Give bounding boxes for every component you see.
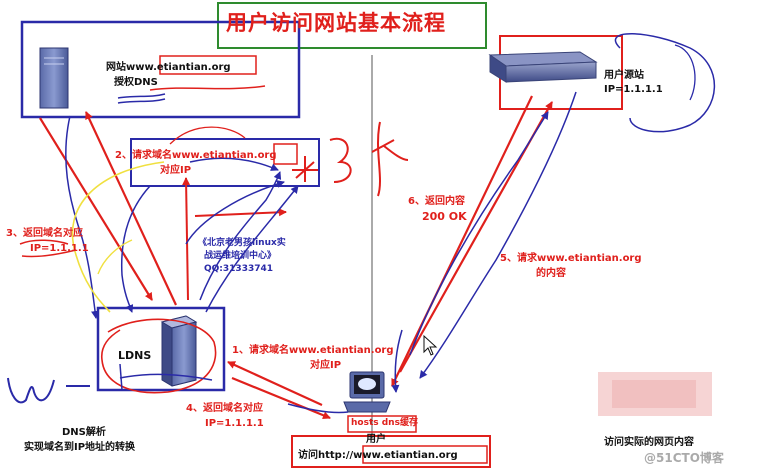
origin-line1: 用户源站 xyxy=(604,70,644,81)
visit-url-box xyxy=(291,435,491,468)
step2-line2: 对应IP xyxy=(160,165,192,176)
step4-line1: 4、返回域名对应 xyxy=(186,403,263,414)
arrow-step6 xyxy=(391,95,533,387)
auth-dns-domain-highlight xyxy=(159,55,257,75)
yellow-curve xyxy=(71,161,165,313)
dns-caption-line2: 实现域名到IP地址的转换 xyxy=(24,442,136,453)
hosts-cache-box xyxy=(347,415,417,433)
hosts-cache-label: hosts dns缓存 xyxy=(351,418,418,428)
arrow-step3 xyxy=(39,117,153,301)
auth-dns-server-icon xyxy=(39,47,69,109)
step3-line1: 3、返回域名对应 xyxy=(6,228,83,239)
ldns-box xyxy=(96,306,226,392)
cursor-icon xyxy=(423,334,438,356)
step3-line2: IP=1.1.1.1 xyxy=(30,243,89,254)
promo-line2: 战运维培训中心》 xyxy=(204,251,277,261)
step5-line1: 5、请求www.etiantian.org xyxy=(500,253,642,264)
step1-line1: 1、请求域名www.etiantian.org xyxy=(232,345,394,356)
user-label: 用户 xyxy=(366,434,386,445)
visit-url-label: 访问http://www.etiantian.org xyxy=(298,450,458,461)
auth-dns-box xyxy=(20,20,301,119)
arrow-step1 xyxy=(227,360,323,407)
arrow-step4 xyxy=(231,376,331,420)
auth-dns-line1: 网站www.etiantian.org xyxy=(106,62,231,73)
step2-line1: 2、请求域名www.etiantian.org xyxy=(115,150,277,161)
step1-line2: 对应IP xyxy=(310,360,342,371)
promo-line3: QQ:31333741 xyxy=(204,264,273,274)
step5-line2: 的内容 xyxy=(536,268,566,279)
origin-line2: IP=1.1.1.1 xyxy=(604,84,663,95)
visit-caption: 访问实际的网页内容 xyxy=(604,437,694,448)
page-title: 用户访问网站基本流程 xyxy=(226,11,446,35)
watermark: @51CTO博客 xyxy=(644,451,724,465)
ldns-label: LDNS xyxy=(118,349,152,362)
step4-line2: IP=1.1.1.1 xyxy=(205,418,264,429)
auth-dns-line2: 授权DNS xyxy=(114,77,158,88)
handwritten-w xyxy=(7,377,55,404)
title-box xyxy=(217,2,487,49)
dns-caption-line1: DNS解析 xyxy=(62,427,106,438)
promo-line1: 《北京老男孩linux实 xyxy=(198,238,286,248)
arrow-step2 xyxy=(85,111,177,306)
step2-box xyxy=(130,138,320,187)
step6-line2: 200 OK xyxy=(422,210,467,223)
step6-line1: 6、返回内容 xyxy=(408,196,465,207)
origin-server-icon xyxy=(505,61,597,83)
